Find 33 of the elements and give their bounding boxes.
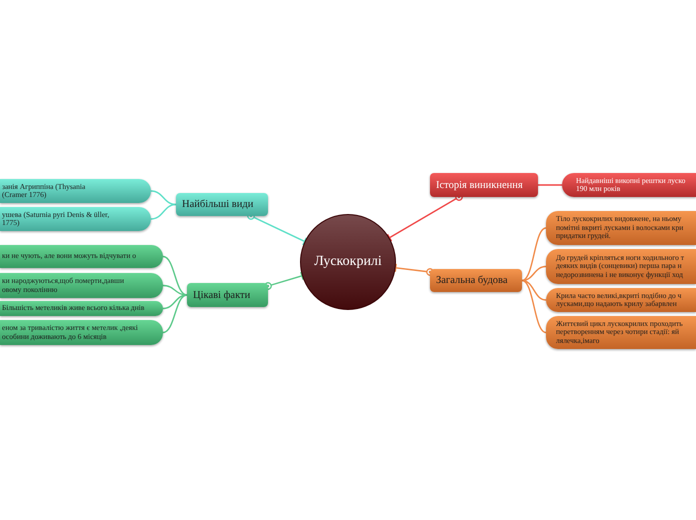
- note-box: [0, 320, 163, 345]
- note-box: [546, 249, 696, 284]
- connector: [522, 280, 546, 301]
- note-box: [0, 179, 151, 203]
- connector: [522, 280, 546, 334]
- connector: [522, 266, 546, 282]
- connector: [150, 204, 176, 220]
- note-box: [546, 316, 696, 349]
- central-topic-text: Лускокрилі: [314, 254, 382, 270]
- branch-label: Історія виникнення: [436, 180, 523, 190]
- connector: [162, 256, 188, 296]
- branch-label: Загальна будова: [436, 275, 508, 286]
- branch-box: [176, 193, 268, 216]
- note-box: [0, 301, 163, 316]
- connector: [538, 184, 562, 186]
- note-box: [0, 245, 163, 268]
- note-box: [562, 173, 696, 197]
- connector: [394, 263, 434, 276]
- connector: [162, 284, 188, 296]
- connector: [522, 227, 546, 282]
- connector: [264, 271, 304, 290]
- branch-label: Найбільші види: [182, 199, 254, 210]
- branch-box: [430, 173, 538, 197]
- connector: [162, 294, 188, 310]
- note-box: [546, 211, 696, 245]
- connector: [150, 190, 176, 206]
- branch-box: [430, 269, 522, 292]
- connector: [162, 294, 188, 334]
- branch-box: [187, 283, 268, 307]
- branch-label: Цікаві факти: [193, 290, 250, 300]
- note-box: [0, 207, 151, 231]
- note-box: [0, 273, 163, 298]
- note-box: [546, 288, 696, 312]
